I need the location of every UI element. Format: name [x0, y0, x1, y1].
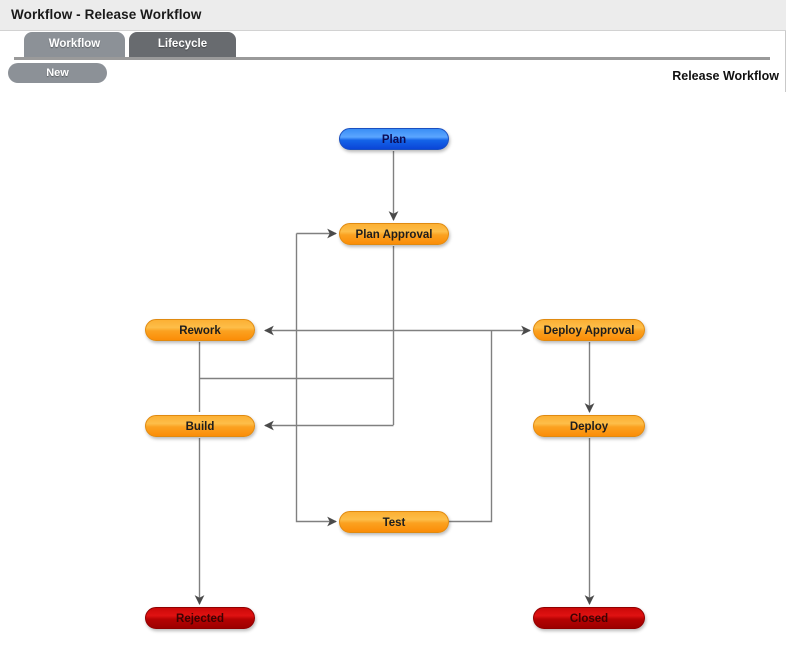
- tab-workflow[interactable]: Workflow: [24, 32, 125, 57]
- new-button[interactable]: New: [8, 63, 107, 83]
- node-plan-approval[interactable]: Plan Approval: [339, 223, 449, 245]
- tab-underline-rule: [14, 57, 770, 60]
- window-titlebar: Workflow - Release Workflow: [0, 0, 786, 31]
- node-test[interactable]: Test: [339, 511, 449, 533]
- node-deploy[interactable]: Deploy: [533, 415, 645, 437]
- edge-build-to-test: [295, 233, 337, 527]
- connector-layer: [194, 151, 595, 605]
- workflow-diagram-canvas[interactable]: Plan Plan Approval Rework Deploy Approva…: [0, 92, 786, 653]
- node-closed[interactable]: Closed: [533, 607, 645, 629]
- tab-lifecycle[interactable]: Lifecycle: [129, 32, 236, 57]
- node-rejected[interactable]: Rejected: [145, 607, 255, 629]
- node-rework[interactable]: Rework: [145, 319, 255, 341]
- node-plan[interactable]: Plan: [339, 128, 449, 150]
- toolbar: New Release Workflow: [0, 61, 786, 87]
- edge-test-to-deploy-approval: [449, 330, 493, 523]
- node-deploy-approval[interactable]: Deploy Approval: [533, 319, 645, 341]
- workflow-name-label: Release Workflow: [672, 69, 779, 83]
- page-title: Workflow - Release Workflow: [11, 7, 202, 22]
- tab-bar: Workflow Lifecycle: [0, 32, 786, 59]
- node-build[interactable]: Build: [145, 415, 255, 437]
